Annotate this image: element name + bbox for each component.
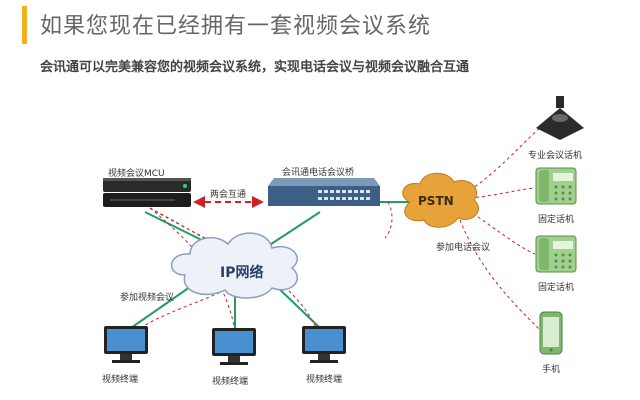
phone-path-mobile — [459, 219, 541, 331]
mcu-device — [103, 178, 191, 207]
red-dashed-links — [129, 127, 541, 336]
fixed-phone-icon-2 — [535, 235, 577, 273]
mcu-label: 视频会议MCU — [108, 169, 165, 179]
ip-network-cloud — [170, 232, 299, 299]
device-label-mobile: 手机 — [542, 365, 561, 375]
device-label-fixed-2: 固定话机 — [538, 283, 575, 293]
join-phone-label: 参加电话会议 — [436, 243, 491, 253]
title-accent-bar — [22, 6, 27, 44]
phone-path-fixed-1 — [469, 187, 536, 199]
page-title: 如果您现在已经拥有一套视频会议系统 — [40, 14, 432, 39]
device-label-fixed-1: 固定话机 — [538, 215, 575, 225]
video-terminal-1 — [104, 326, 148, 363]
device-label-conference: 专业会议话机 — [528, 151, 583, 161]
pstn-cloud — [402, 172, 480, 228]
video-path-3 — [149, 207, 319, 333]
video-terminal-2 — [212, 328, 256, 365]
bridge-label: 会讯通电话会议桥 — [282, 168, 355, 178]
ip-network-label: IP网络 — [220, 265, 264, 281]
page-subtitle: 会讯通可以完美兼容您的视频会议系统，实现电话会议与视频会议融合互通 — [40, 60, 470, 75]
join-video-label: 参加视频会议 — [120, 293, 175, 303]
phone-path-bridge — [384, 201, 393, 239]
phone-path-conf — [469, 127, 541, 191]
video-terminal-3 — [302, 326, 346, 363]
link-bridge-cloud — [261, 211, 321, 251]
terminal-label-2: 视频终端 — [212, 377, 249, 387]
pstn-label: PSTN — [418, 194, 454, 208]
mobile-phone-icon — [539, 311, 563, 355]
conference-bridge-device — [268, 178, 380, 206]
terminal-label-1: 视频终端 — [102, 375, 139, 385]
interconnect-label: 两会互通 — [210, 190, 247, 200]
fixed-phone-icon-1 — [535, 167, 577, 205]
phone-path-fixed-2 — [467, 209, 536, 255]
terminal-label-3: 视频终端 — [306, 375, 343, 385]
conference-phone-icon — [536, 96, 584, 140]
